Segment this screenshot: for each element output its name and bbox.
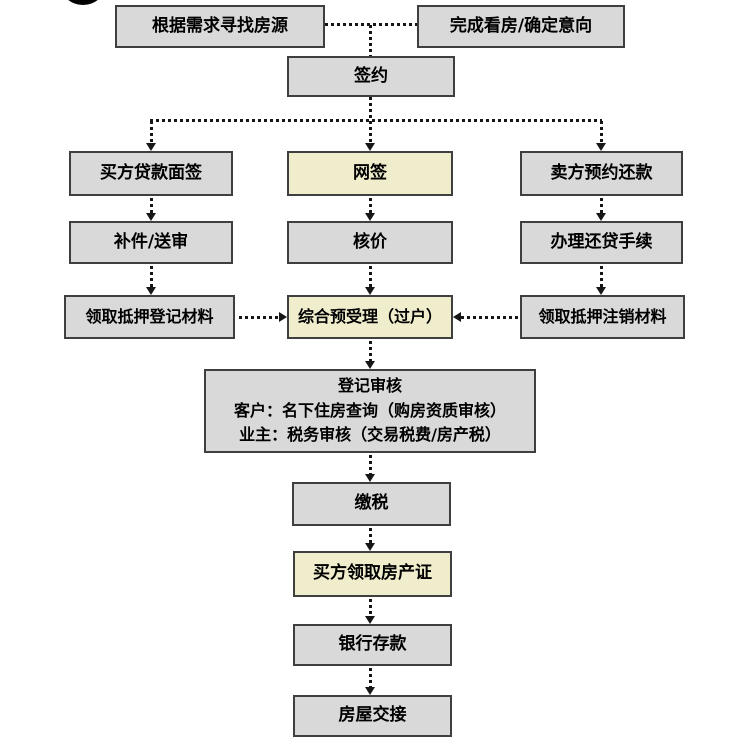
arrowhead <box>279 312 287 322</box>
connector-branch-right <box>600 121 603 144</box>
node-mortgage-cancel-materials: 领取抵押注销材料 <box>520 295 685 339</box>
connector-bank-to-handover <box>369 668 372 687</box>
connector-review-to-tax <box>369 455 372 474</box>
connector-cancelmaterials-to-preacceptance <box>461 316 519 319</box>
registration-review-title: 登记审核 <box>337 375 402 395</box>
node-seller-repay-appointment: 卖方预约还款 <box>520 151 683 196</box>
arrowhead <box>365 361 375 369</box>
arrowhead <box>596 143 606 151</box>
connector-certificate-to-bank <box>369 599 372 616</box>
node-pre-acceptance-transfer: 综合预受理（过户） <box>287 295 453 339</box>
connector-online-to-price <box>369 198 372 214</box>
connector-loanintv-to-supplement <box>150 198 153 214</box>
arrowhead <box>146 213 156 221</box>
node-supplement-review: 补件/送审 <box>69 221 233 264</box>
partial-circle-decoration-icon <box>60 0 106 5</box>
node-price-verification: 核价 <box>287 221 453 264</box>
connector-procedure-to-cancelmaterials <box>600 266 603 287</box>
node-loan-repay-procedure: 办理还贷手续 <box>520 221 683 264</box>
connector-supplement-to-regmaterials <box>150 266 153 287</box>
arrowhead <box>365 474 375 482</box>
arrowhead <box>596 287 606 295</box>
arrowhead <box>365 616 375 624</box>
node-online-sign: 网签 <box>287 151 453 196</box>
arrowhead <box>453 312 461 322</box>
connector-branch-left <box>150 121 153 144</box>
node-sign-contract: 签约 <box>287 56 455 97</box>
connector-regmaterials-to-preacceptance <box>239 316 279 319</box>
arrowhead <box>365 687 375 695</box>
node-buyer-get-certificate: 买方领取房产证 <box>293 551 452 597</box>
connector-branch-middle <box>369 121 372 144</box>
connector-sellerrepay-to-procedure <box>600 198 603 214</box>
connector-branch-horizontal <box>150 119 602 122</box>
arrowhead <box>146 143 156 151</box>
node-house-handover: 房屋交接 <box>293 695 452 737</box>
node-pay-tax: 缴税 <box>292 482 451 526</box>
arrowhead <box>365 143 375 151</box>
arrowhead <box>146 287 156 295</box>
connector-sign-to-branch <box>369 97 372 120</box>
connector-preacceptance-to-review <box>369 341 372 361</box>
node-find-listing: 根据需求寻找房源 <box>115 5 325 48</box>
connector-top-to-sign <box>369 25 372 56</box>
registration-review-line1: 客户：名下住房查询（购房资质审核） <box>233 400 506 420</box>
arrowhead <box>365 287 375 295</box>
node-buyer-loan-interview: 买方贷款面签 <box>69 151 233 196</box>
node-bank-deposit: 银行存款 <box>293 624 452 666</box>
node-mortgage-registration-materials: 领取抵押登记材料 <box>64 295 235 339</box>
node-confirm-intent: 完成看房/确定意向 <box>417 5 625 48</box>
arrowhead <box>365 543 375 551</box>
arrowhead <box>365 213 375 221</box>
arrowhead <box>596 213 606 221</box>
connector-tax-to-certificate <box>369 528 372 543</box>
connector-find-to-confirm <box>325 23 417 26</box>
connector-price-to-preacceptance <box>369 266 372 287</box>
registration-review-line2: 业主：税务审核（交易税费/房产税） <box>239 425 501 445</box>
node-registration-review: 登记审核 客户：名下住房查询（购房资质审核） 业主：税务审核（交易税费/房产税） <box>204 369 536 453</box>
